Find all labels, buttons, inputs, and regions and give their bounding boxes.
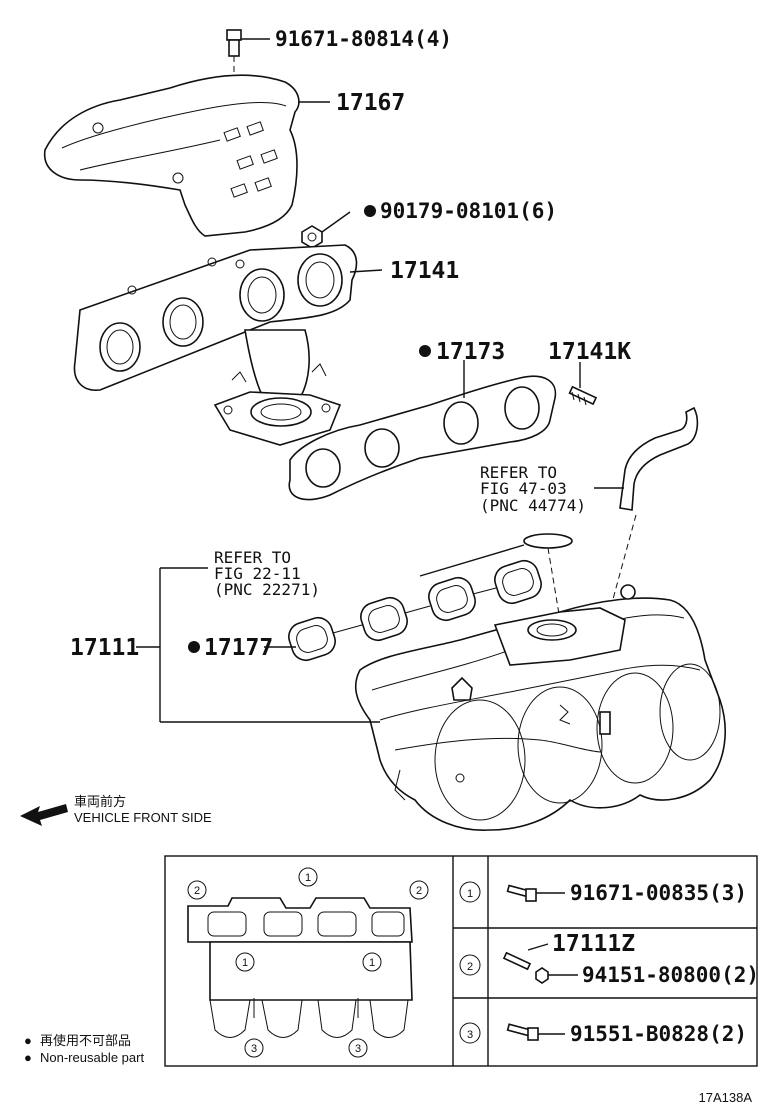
callout-nut[interactable]: 90179-08101(6) bbox=[380, 199, 557, 223]
fastener-91671-00835[interactable]: 91671-00835(3) bbox=[570, 881, 747, 905]
nut-icon bbox=[535, 967, 549, 984]
small-view-marker: 2 bbox=[409, 880, 429, 900]
exhaust-gasket-part bbox=[288, 375, 557, 501]
svg-text:3: 3 bbox=[355, 1043, 361, 1055]
vacuum-hose-part bbox=[619, 406, 699, 511]
refer-22-line1[interactable]: REFER TO bbox=[214, 548, 291, 567]
callout-exhaust-gasket[interactable]: 17173 bbox=[436, 339, 505, 365]
intake-gasket-part bbox=[288, 559, 542, 662]
refer-47-line1[interactable]: REFER TO bbox=[480, 463, 557, 482]
row-index-badge bbox=[459, 1022, 481, 1044]
exhaust-manifold-part bbox=[73, 244, 358, 446]
non-reusable-marker-icon bbox=[188, 641, 200, 653]
fastener-94151-80800[interactable]: 94151-80800(2) bbox=[582, 963, 759, 987]
refer-22-line3[interactable]: (PNC 22271) bbox=[214, 580, 320, 599]
bolt-icon bbox=[226, 29, 242, 78]
row-index-badge bbox=[459, 881, 481, 903]
fastener-17111Z[interactable]: 17111Z bbox=[552, 931, 635, 957]
direction-jp: 車両前方 bbox=[74, 794, 126, 809]
small-view-marker: 1 bbox=[362, 952, 382, 972]
callout-bolt-top[interactable]: 91671-80814(4) bbox=[275, 27, 452, 51]
heat-insulator-part bbox=[44, 74, 300, 237]
stud-icon bbox=[502, 951, 532, 971]
row-index-1: 1 bbox=[467, 888, 473, 900]
legend-marker-jp: ● bbox=[24, 1033, 32, 1048]
small-view-marker: 1 bbox=[235, 952, 255, 972]
small-view-marker: 1 bbox=[298, 867, 318, 887]
intake-manifold-part bbox=[354, 584, 726, 831]
vehicle-front-arrow-icon bbox=[20, 804, 68, 826]
non-reusable-marker-icon bbox=[419, 345, 431, 357]
svg-text:1: 1 bbox=[305, 872, 311, 884]
stud-icon bbox=[568, 385, 598, 406]
refer-47-line3[interactable]: (PNC 44774) bbox=[480, 496, 586, 515]
svg-text:3: 3 bbox=[251, 1043, 257, 1055]
direction-en: VEHICLE FRONT SIDE bbox=[74, 810, 212, 825]
non-reusable-marker-icon bbox=[364, 205, 376, 217]
callout-intake-manifold[interactable]: 17111 bbox=[70, 635, 139, 661]
small-view-marker: 2 bbox=[187, 880, 207, 900]
fastener-91551-B0828[interactable]: 91551-B0828(2) bbox=[570, 1022, 747, 1046]
callout-intake-gasket[interactable]: 17177 bbox=[204, 635, 273, 661]
figure-id: 17A138A bbox=[699, 1090, 753, 1105]
throttle-gasket-part bbox=[523, 533, 573, 549]
small-view-marker: 3 bbox=[244, 1038, 264, 1058]
bolt-icon bbox=[506, 1023, 539, 1041]
svg-text:1: 1 bbox=[369, 957, 375, 969]
callout-stud[interactable]: 17141K bbox=[548, 339, 631, 365]
callout-heat-insulator[interactable]: 17167 bbox=[336, 90, 405, 116]
small-view-marker: 3 bbox=[348, 1038, 368, 1058]
row-index-badge bbox=[459, 954, 481, 976]
svg-text:2: 2 bbox=[416, 885, 422, 897]
nut-icon bbox=[301, 225, 323, 249]
manifold-small-view bbox=[187, 897, 413, 1038]
refer-47-line2[interactable]: FIG 47-03 bbox=[480, 479, 567, 498]
legend-en: Non-reusable part bbox=[40, 1050, 144, 1065]
row-index-2: 2 bbox=[467, 961, 473, 973]
bolt-icon bbox=[506, 884, 537, 902]
svg-text:1: 1 bbox=[242, 957, 248, 969]
legend-jp: 再使用不可部品 bbox=[40, 1033, 131, 1048]
refer-22-line2[interactable]: FIG 22-11 bbox=[214, 564, 301, 583]
row-index-3: 3 bbox=[467, 1029, 473, 1041]
callout-exhaust-manifold[interactable]: 17141 bbox=[390, 258, 459, 284]
svg-text:2: 2 bbox=[194, 885, 200, 897]
legend-marker-en: ● bbox=[24, 1050, 32, 1065]
fastener-table bbox=[164, 855, 758, 1067]
